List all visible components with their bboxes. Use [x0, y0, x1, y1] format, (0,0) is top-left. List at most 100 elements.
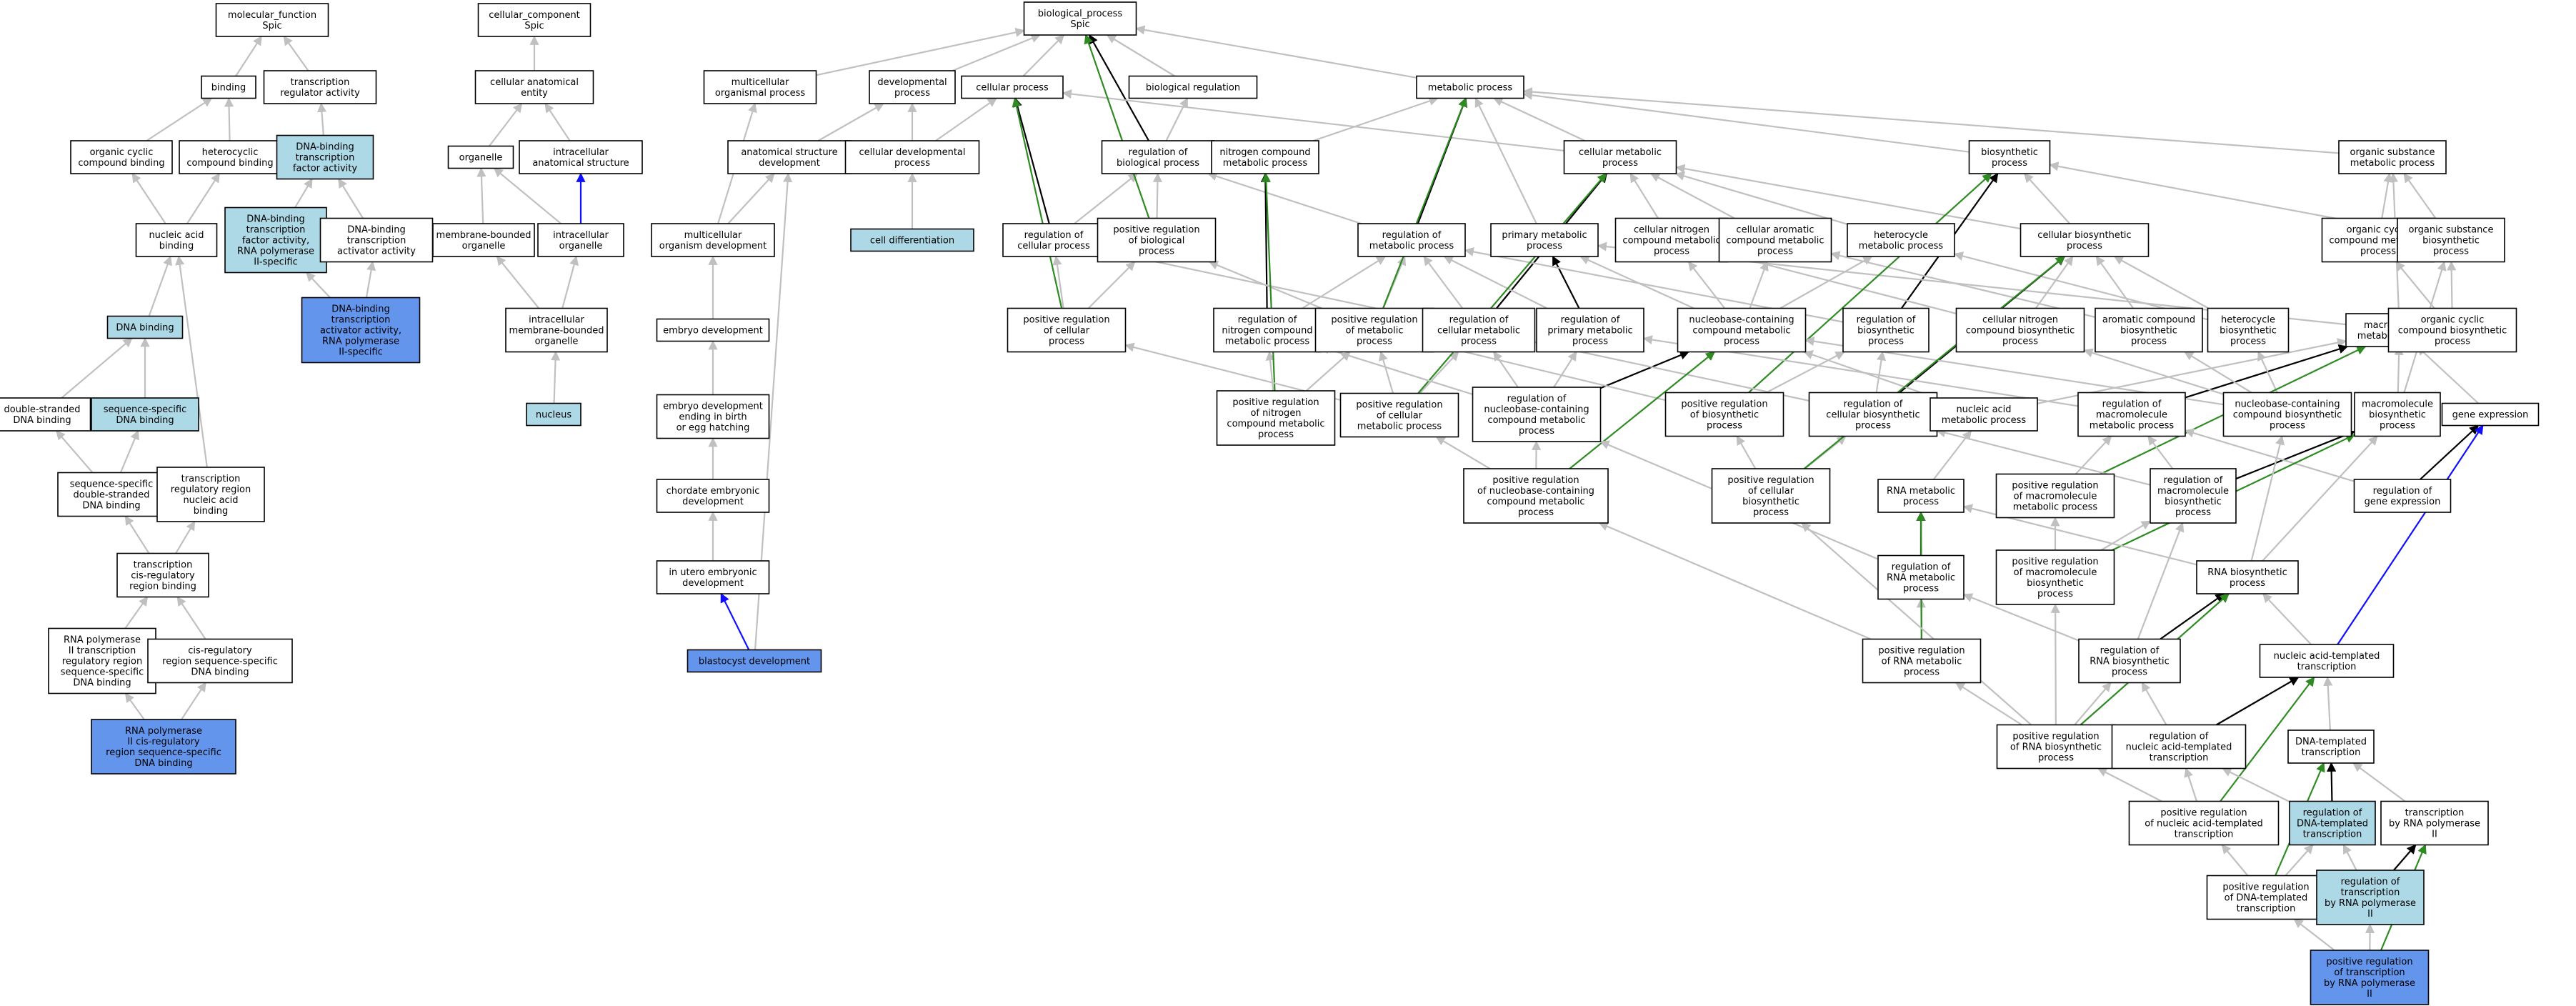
go-term-node-embryo-dev[interactable]: embryo development: [656, 318, 770, 342]
go-term-label-line: of DNA-templated: [2225, 893, 2308, 904]
go-term-node-blastocyst[interactable]: blastocyst development: [687, 649, 822, 673]
go-term-node-bio-reg[interactable]: biological regulation: [1128, 75, 1258, 99]
go-term-node-nucleus[interactable]: nucleus: [526, 402, 581, 427]
go-term-node-dna-bind[interactable]: DNA binding: [106, 315, 184, 339]
go-term-node-organelle[interactable]: organelle: [447, 145, 514, 169]
go-term-node-reg-macro-bp[interactable]: regulation ofmacromoleculebiosyntheticpr…: [2150, 468, 2237, 524]
go-term-node-gene-expr[interactable]: gene expression: [2441, 402, 2540, 427]
go-term-node-met-proc[interactable]: metabolic process: [1416, 75, 1524, 99]
go-term-node-reg-nbcmp[interactable]: regulation ofnucleobase-containingcompou…: [1472, 387, 1602, 442]
go-term-node-cell-proc[interactable]: cellular process: [961, 75, 1064, 99]
go-term-node-binding[interactable]: binding: [201, 75, 256, 99]
edge-is_a-ssds_dna-to-ss_dna: [119, 429, 139, 473]
go-term-node-cell-diff[interactable]: cell differentiation: [850, 228, 974, 252]
